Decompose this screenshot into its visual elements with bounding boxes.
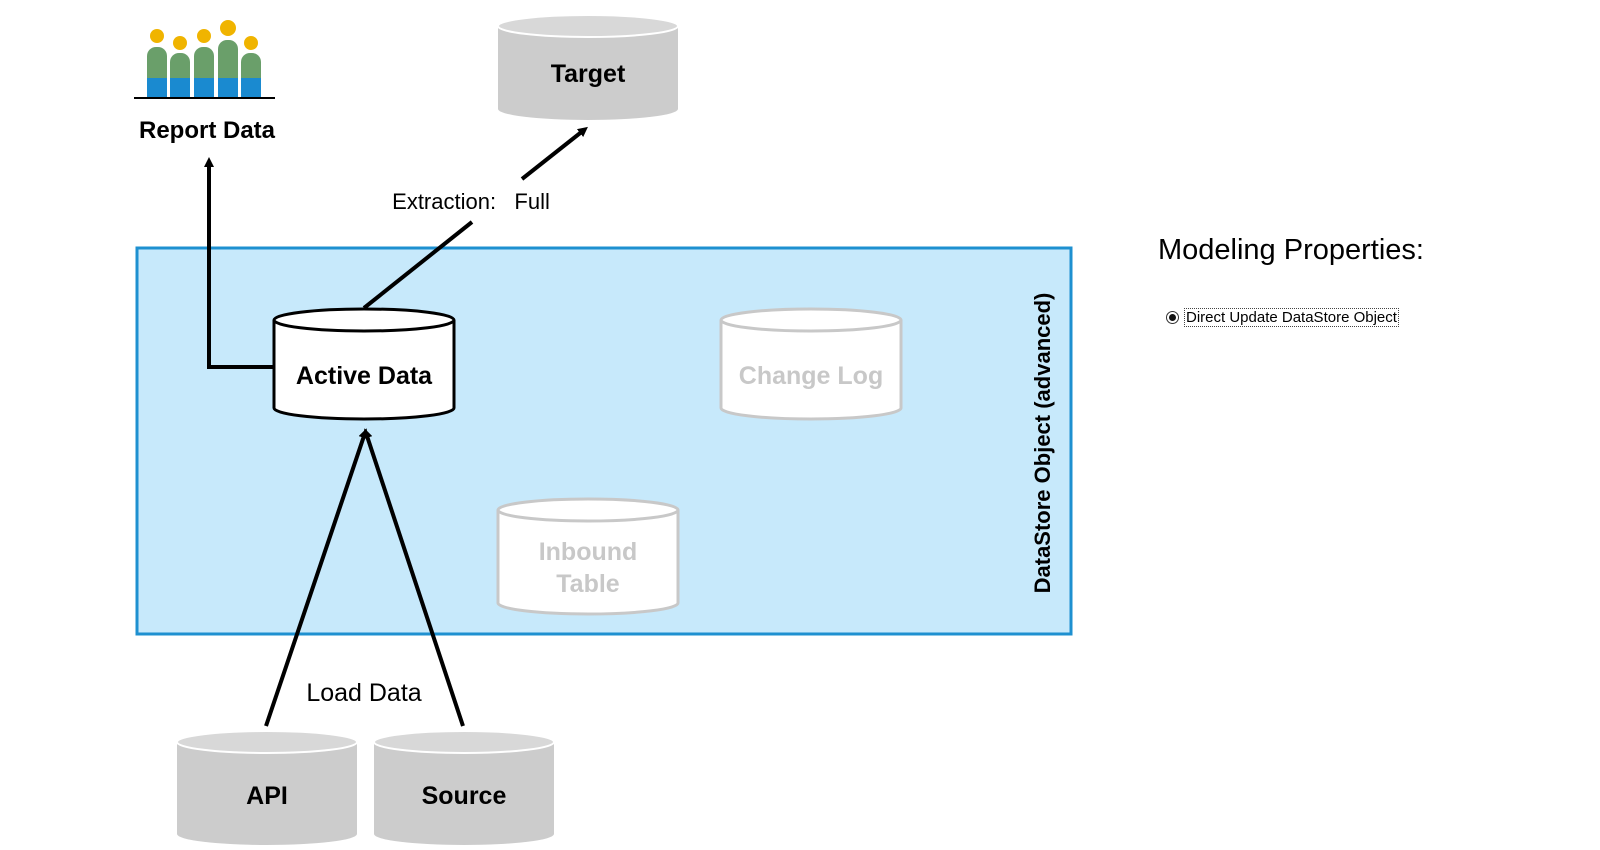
load-data-label: Load Data bbox=[306, 679, 421, 707]
arrow-source-to-active bbox=[362, 428, 465, 727]
change-log-cylinder bbox=[719, 307, 903, 421]
target-cylinder bbox=[497, 14, 679, 120]
person-4 bbox=[218, 20, 238, 97]
active-data-cylinder bbox=[272, 307, 456, 421]
person-1 bbox=[147, 29, 167, 97]
report-data-icon bbox=[134, 20, 275, 99]
target-label: Target bbox=[551, 60, 626, 88]
person-2 bbox=[170, 36, 190, 97]
active-data-label: Active Data bbox=[296, 362, 433, 390]
datastore-object-label: DataStore Object (advanced) bbox=[1030, 293, 1055, 594]
radio-selected-dot bbox=[1169, 314, 1176, 321]
extraction-label: Extraction: Full bbox=[392, 189, 550, 214]
report-data-label: Report Data bbox=[139, 117, 276, 144]
inbound-table-label-line2: Table bbox=[556, 570, 620, 598]
source-label: Source bbox=[422, 782, 507, 810]
person-5 bbox=[241, 36, 261, 97]
direct-update-option-label[interactable]: Direct Update DataStore Object bbox=[1184, 308, 1399, 327]
change-log-label: Change Log bbox=[739, 362, 883, 390]
api-cylinder bbox=[176, 730, 358, 845]
arrow-active-to-report bbox=[204, 157, 273, 369]
modeling-properties-panel: Modeling Properties: Direct Update DataS… bbox=[1158, 234, 1424, 327]
direct-update-option[interactable]: Direct Update DataStore Object bbox=[1166, 308, 1399, 327]
inbound-table-label-line1: Inbound bbox=[539, 538, 638, 566]
api-label: API bbox=[246, 782, 288, 810]
arrow-api-to-active bbox=[264, 428, 369, 727]
inbound-table-cylinder bbox=[496, 497, 680, 616]
arrow-active-to-target-upper bbox=[520, 126, 588, 181]
radio-button[interactable] bbox=[1166, 311, 1179, 324]
modeling-properties-title: Modeling Properties: bbox=[1158, 234, 1424, 266]
person-3 bbox=[194, 29, 214, 97]
source-cylinder bbox=[373, 730, 555, 845]
arrow-active-to-target-lower bbox=[362, 220, 474, 310]
